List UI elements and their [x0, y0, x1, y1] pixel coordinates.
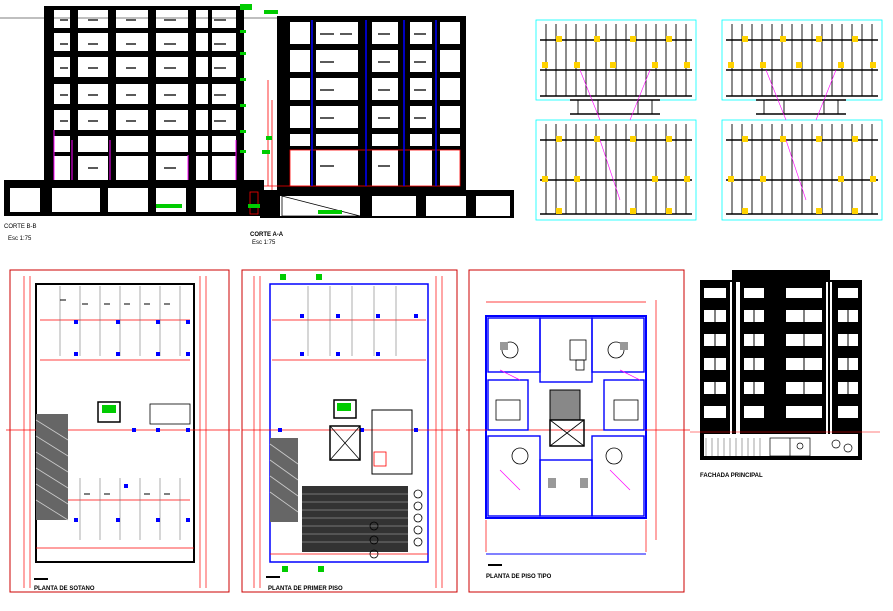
section-bb-scale: Esc 1:75: [8, 236, 32, 242]
typical-floor-plan: PLANTA DE PISO TIPO: [466, 269, 690, 593]
basement-plan: PLANTA DE SOTANO: [6, 269, 240, 593]
first-floor-plan: PLANTA DE PRIMER PISO: [241, 269, 460, 593]
structural-plan-right: [721, 19, 883, 221]
first-floor-plan-title: PLANTA DE PRIMER PISO: [268, 586, 343, 592]
section-aa-title: CORTE A-A: [250, 232, 284, 238]
typical-floor-plan-title: PLANTA DE PISO TIPO: [486, 574, 552, 580]
structural-plan-left: [535, 19, 697, 221]
main-facade: FACHADA PRINCIPAL: [690, 270, 880, 479]
basement-plan-title: PLANTA DE SOTANO: [34, 586, 95, 592]
section-aa-scale: Esc 1:75: [252, 240, 276, 246]
section-bb-title: CORTE B-B: [4, 224, 37, 230]
section-elevation-left: CORTE B-B Esc 1:75 CORTE A-A Esc 1:75: [0, 4, 514, 246]
facade-title: FACHADA PRINCIPAL: [700, 473, 763, 479]
